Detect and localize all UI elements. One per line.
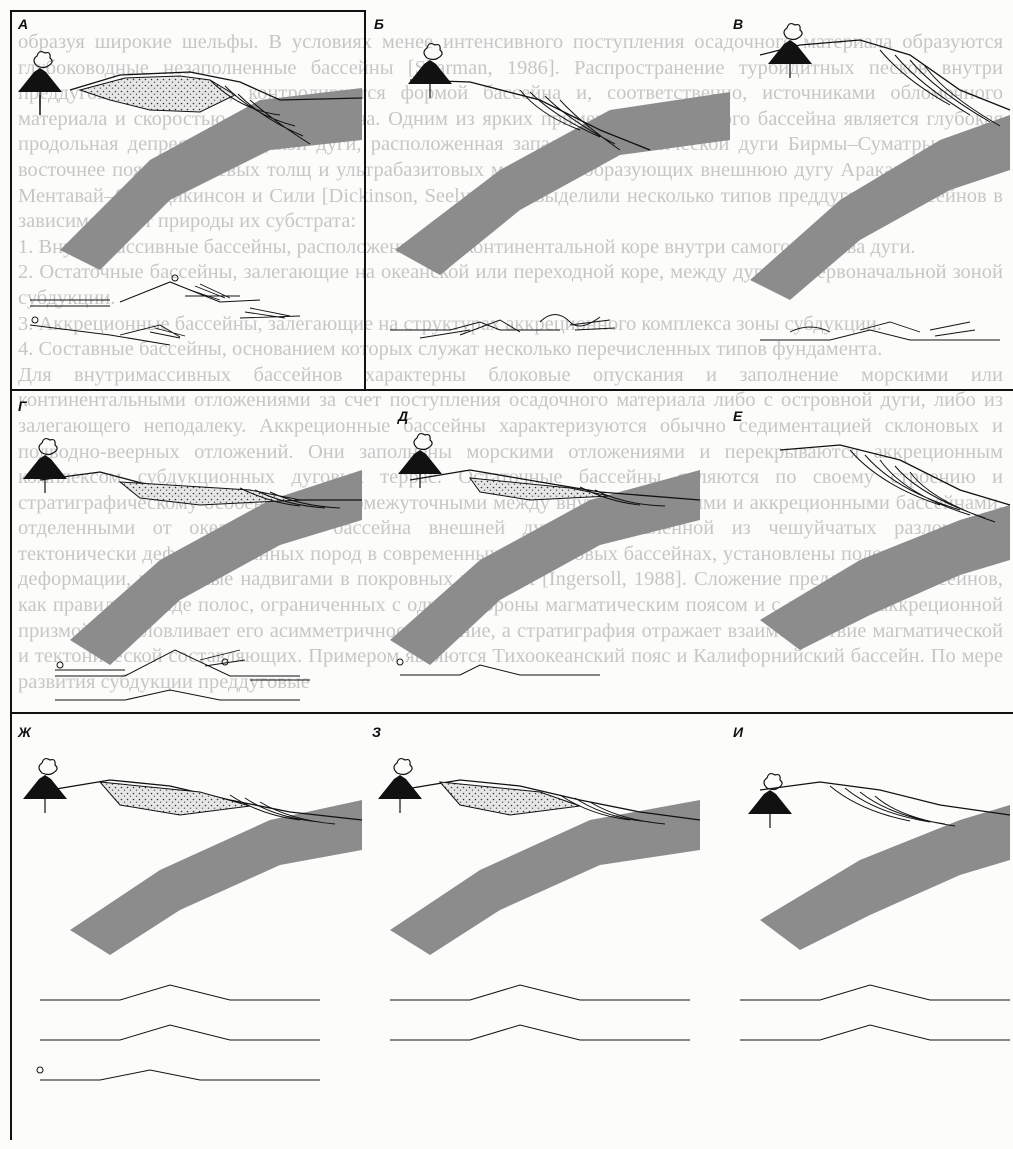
- bleed-paragraph: 4. Составные бассейны, основанием которы…: [18, 338, 883, 361]
- row-divider-1: [10, 389, 1013, 391]
- panel-g-section: [22, 437, 362, 701]
- row-divider-2: [10, 712, 1013, 714]
- panel-i-section: [740, 772, 1011, 1041]
- panel-label-e: Е: [733, 408, 743, 424]
- panel-label-i: И: [733, 724, 744, 740]
- panel-a-section: [17, 50, 363, 346]
- panel-e-section: [760, 444, 1011, 650]
- panel-d-section: [390, 432, 701, 676]
- panel-zh-section: [22, 757, 363, 1081]
- panel-label-zh: Ж: [18, 724, 31, 740]
- panel-label-b: Б: [374, 16, 384, 32]
- panel-label-g: Г: [18, 398, 27, 414]
- panel-label-a: А: [18, 16, 29, 32]
- divider-a-b: [364, 10, 366, 390]
- panel-v-section: [750, 22, 1011, 341]
- panel-label-z: З: [372, 724, 381, 740]
- panel-b-section: [390, 42, 730, 339]
- bleed-paragraph: 3. Аккреционные бассейны, залегающие на …: [18, 312, 882, 335]
- panel-label-v: В: [733, 16, 744, 32]
- panel-label-d: Д: [398, 408, 409, 424]
- frame-left-rule: [10, 10, 12, 1140]
- panel-z-section: [377, 757, 701, 1041]
- frame-top-rule: [10, 10, 365, 12]
